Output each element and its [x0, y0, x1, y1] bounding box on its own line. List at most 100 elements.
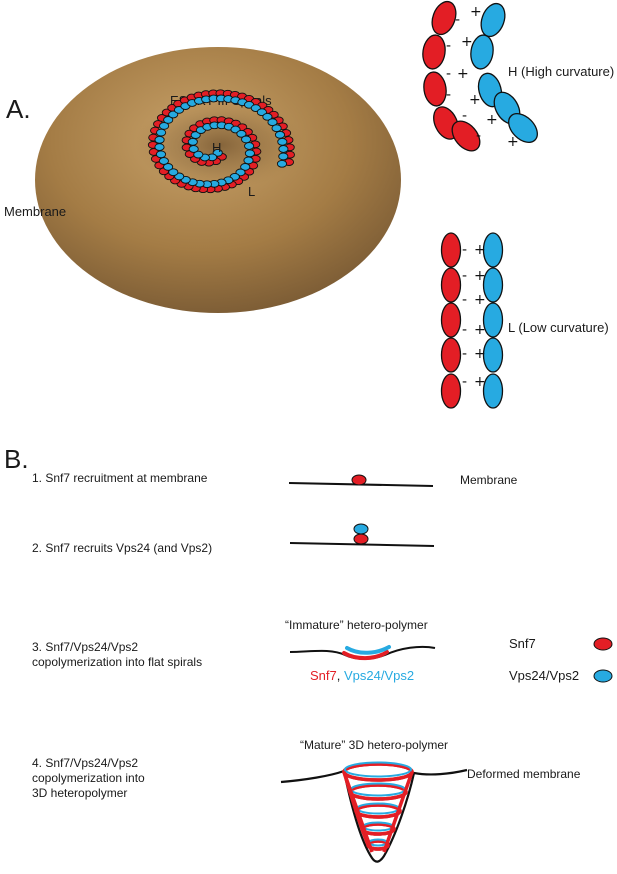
vps-bead — [236, 129, 247, 138]
vps-bead — [276, 159, 288, 168]
step3-line2: copolymerization into flat spirals — [32, 655, 202, 669]
low-curvature-filament: -+-+-+-+-+-+ L (Low curvature) — [440, 232, 609, 409]
mature-label: “Mature” 3D hetero-polymer — [300, 738, 448, 752]
membrane-dimple — [135, 100, 305, 190]
snf7-subunit — [451, 120, 481, 152]
mature-3d-polymer — [342, 761, 414, 853]
vps-bead — [154, 135, 165, 144]
charge-plus: + — [474, 322, 486, 338]
caption-vps: Vps24/Vps2 — [344, 668, 414, 683]
charge-plus: + — [457, 66, 469, 82]
cone-ring-snf7 — [348, 783, 408, 801]
vps-bead — [244, 149, 255, 158]
legend-vps-label: Vps24/Vps2 — [509, 668, 579, 683]
charge-minus: - — [462, 292, 467, 308]
caption-snf7: Snf7 — [310, 668, 337, 683]
vps-bead — [158, 157, 169, 165]
vps-bead — [159, 122, 170, 130]
charge-minus: - — [462, 322, 467, 338]
immature-polymer-vps — [345, 645, 391, 655]
vps-bead — [193, 150, 204, 159]
caption-separator: , — [337, 668, 344, 683]
charge-plus: + — [469, 92, 481, 108]
cone-ring-snf7 — [342, 762, 414, 782]
escrt-spiral — [147, 89, 295, 194]
vps-subunit — [508, 113, 538, 143]
vps-bead — [188, 145, 199, 153]
vps-bead — [163, 163, 174, 171]
vps-subunit — [482, 373, 504, 409]
snf7-subunit — [440, 232, 462, 268]
vps-bead — [244, 142, 255, 150]
cone-side — [382, 771, 414, 853]
charge-plus: + — [474, 346, 486, 362]
legend-snf7-label: Snf7 — [509, 636, 536, 651]
vps-bead — [190, 131, 201, 139]
membrane-label-b: Membrane — [460, 473, 518, 487]
step4-line1: 4. Snf7/Vps24/Vps2 — [32, 756, 138, 770]
polymer-caption: Snf7, Vps24/Vps2 — [310, 668, 414, 683]
membrane-line — [289, 542, 435, 547]
vps-subunit — [353, 523, 369, 535]
vps-bead — [168, 168, 179, 177]
charge-minus: - — [455, 12, 460, 28]
vps-bead — [168, 110, 179, 119]
spiral-h-label: H — [212, 140, 221, 155]
legend-snf7-swatch — [593, 637, 613, 651]
charge-minus: - — [462, 346, 467, 362]
vps-bead — [262, 112, 273, 121]
step2-text: 2. Snf7 recruits Vps24 (and Vps2) — [32, 541, 212, 555]
vps-subunit — [482, 267, 504, 303]
vps-bead — [154, 143, 165, 151]
snf7-subunit — [422, 34, 446, 70]
panel-b: B. 1. Snf7 recruitment at membrane Membr… — [4, 444, 613, 863]
charge-minus: - — [462, 242, 467, 258]
panel-a: A. Membrane ESCRT-III Spirals H L — [4, 0, 614, 409]
snf7-subunit — [440, 337, 462, 373]
step4-line2: copolymerization into — [32, 771, 145, 785]
panel-b-label: B. — [4, 444, 29, 474]
snf7-subunit — [440, 302, 462, 338]
vps-bead — [277, 137, 288, 146]
vps-bead — [240, 163, 251, 171]
snf7-subunit — [431, 0, 457, 36]
snf7-subunit — [440, 267, 462, 303]
charge-minus: - — [462, 268, 467, 284]
charge-plus: + — [461, 34, 473, 50]
charge-minus: - — [446, 87, 451, 103]
charge-plus: + — [474, 374, 486, 390]
step3-line1: 3. Snf7/Vps24/Vps2 — [32, 640, 138, 654]
charge-plus: + — [474, 292, 486, 308]
cone-ring-snf7 — [360, 822, 396, 836]
snf7-subunit — [351, 474, 367, 486]
vps-bead — [267, 118, 278, 127]
vps-subunit — [482, 337, 504, 373]
immature-polymer-snf7 — [342, 650, 389, 661]
charge-minus: - — [476, 128, 481, 144]
snf7-subunit — [353, 533, 369, 545]
high-curvature-filament: - - - - - - + + + + + + H (High curvatur… — [422, 0, 614, 152]
high-curvature-label: H (High curvature) — [508, 64, 614, 79]
legend-vps-swatch — [593, 669, 613, 683]
charge-plus: + — [470, 4, 482, 20]
charge-plus: + — [474, 268, 486, 284]
cone-ring-vps — [344, 761, 412, 778]
charge-minus: - — [462, 108, 467, 124]
vps-bead — [155, 150, 167, 159]
vps-bead — [243, 156, 254, 165]
charge-plus: + — [507, 134, 519, 150]
charge-minus: - — [446, 66, 451, 82]
charge-minus: - — [446, 38, 451, 54]
snf7-subunit — [440, 373, 462, 409]
step4-line3: 3D heteropolymer — [32, 786, 127, 800]
vps-subunit — [482, 302, 504, 338]
deformed-membrane-label: Deformed membrane — [467, 767, 581, 781]
charge-minus: - — [462, 374, 467, 390]
low-curvature-label: L (Low curvature) — [508, 320, 609, 335]
vps-bead — [156, 128, 167, 137]
spiral-l-label: L — [248, 184, 255, 199]
vps-bead — [278, 152, 289, 161]
vps-bead — [271, 124, 282, 133]
